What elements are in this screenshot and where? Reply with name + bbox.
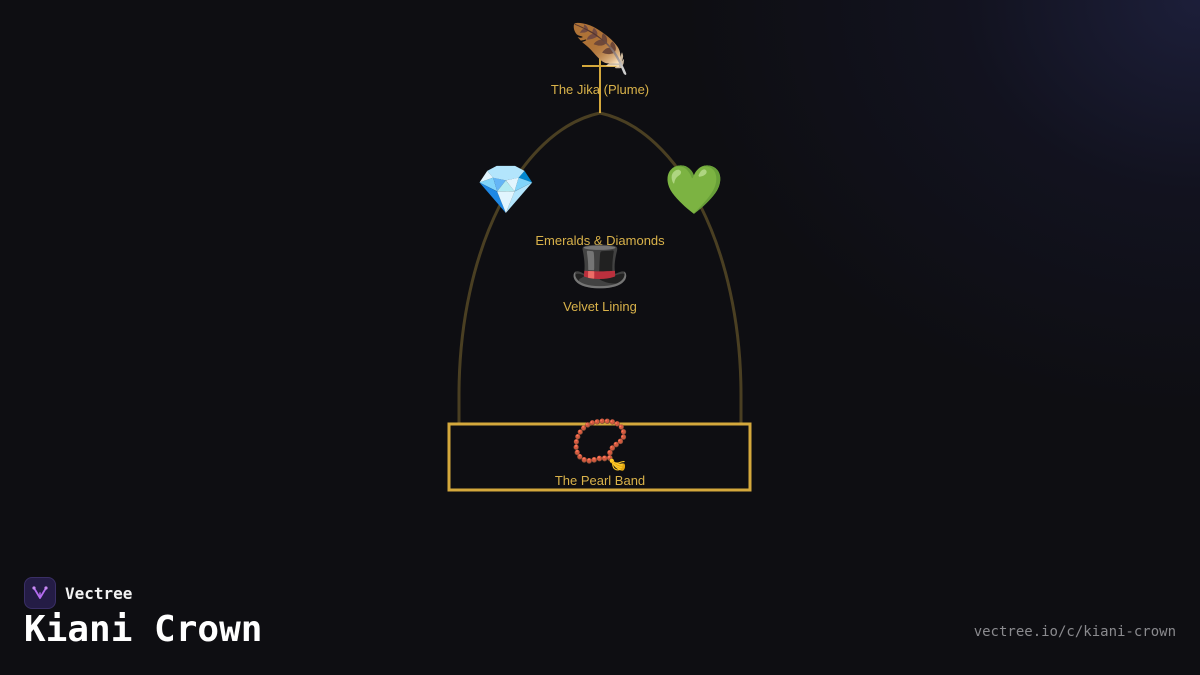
brand-name: Vectree: [65, 583, 133, 603]
vectree-logo-icon: [24, 577, 56, 609]
green-heart-icon: 💚: [664, 162, 724, 218]
page-title: Kiani Crown: [24, 609, 263, 650]
pearl-band-label: The Pearl Band: [554, 473, 646, 488]
top-hat-icon: 🎩: [570, 238, 630, 294]
prayer-beads-icon: 📿: [570, 417, 630, 473]
plume-label: The Jika (Plume): [550, 82, 650, 97]
velvet-lining-label: Velvet Lining: [563, 299, 637, 314]
page-url[interactable]: vectree.io/c/kiani-crown: [973, 624, 1176, 640]
gems-label: Emeralds & Diamonds: [535, 233, 665, 248]
gem-icon: 💎: [476, 162, 536, 218]
feather-icon: 🪶: [570, 22, 630, 78]
brand: Vectree: [24, 577, 132, 609]
pearl-band-box: [447, 422, 752, 492]
